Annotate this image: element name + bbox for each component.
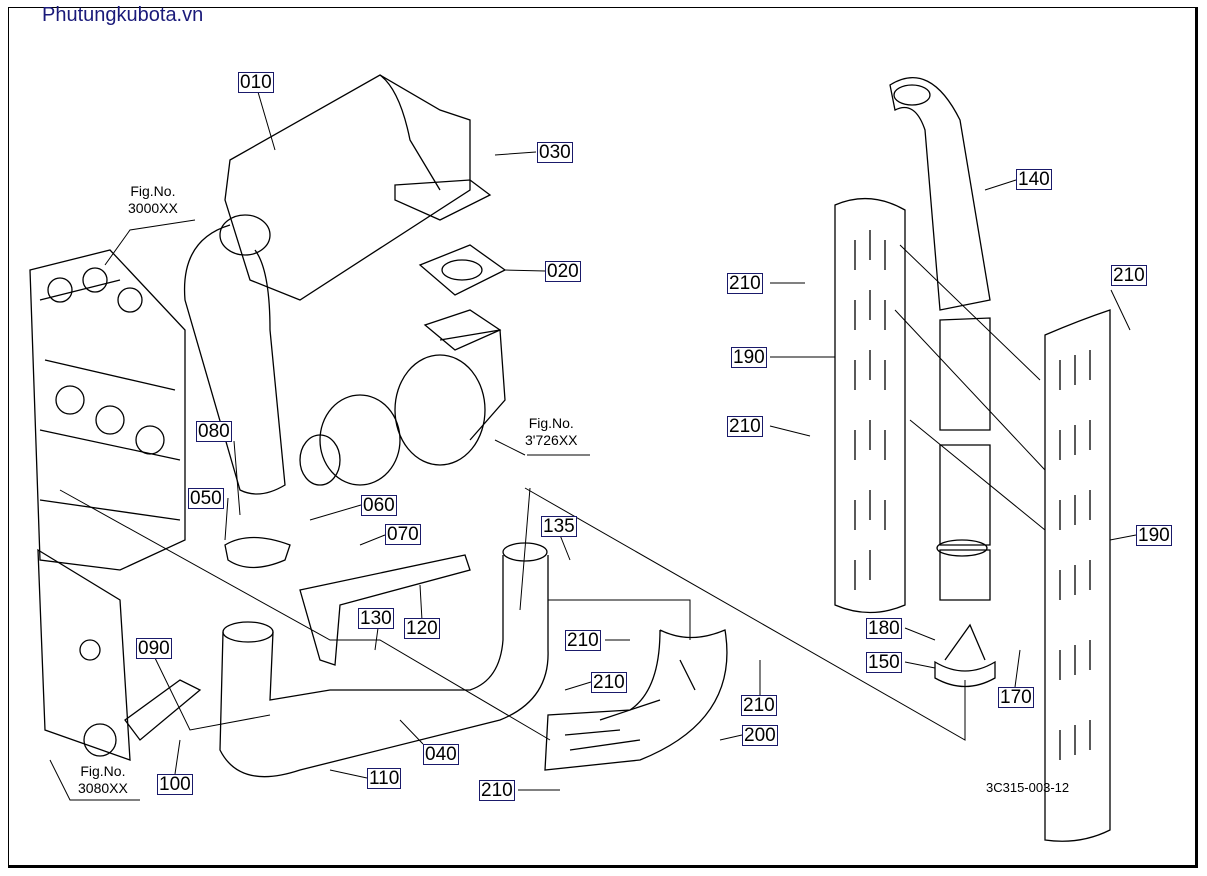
part-label-100[interactable]: 100 [157, 774, 193, 795]
part-label-050[interactable]: 050 [188, 488, 224, 509]
part-label-190[interactable]: 190 [731, 347, 767, 368]
part-label-060[interactable]: 060 [361, 495, 397, 516]
part-label-030[interactable]: 030 [537, 142, 573, 163]
part-label-135[interactable]: 135 [541, 516, 577, 537]
fig-ref-3726xx[interactable]: Fig.No.3'726XX [525, 415, 578, 449]
part-label-210[interactable]: 210 [479, 780, 515, 801]
fig-ref-label: Fig.No. [130, 183, 176, 199]
fig-ref-number: 3000XX [128, 200, 178, 216]
fig-ref-3000xx[interactable]: Fig.No.3000XX [128, 183, 178, 217]
diagram-code: 3C315-003-12 [986, 780, 1070, 795]
heat-shield-190-left [834, 197, 906, 614]
fig-ref-number: 3080XX [78, 780, 128, 796]
diagram-frame [8, 7, 1198, 868]
watermark: Phutungkubota.vn [42, 4, 204, 26]
part-label-090[interactable]: 090 [136, 638, 172, 659]
part-label-210[interactable]: 210 [591, 672, 627, 693]
part-label-200[interactable]: 200 [742, 725, 778, 746]
part-label-040[interactable]: 040 [423, 744, 459, 765]
part-label-020[interactable]: 020 [545, 261, 581, 282]
tailpipe-140 [889, 77, 991, 601]
part-label-010[interactable]: 010 [238, 72, 274, 93]
gasket-020 [418, 244, 507, 296]
part-label-150[interactable]: 150 [866, 652, 902, 673]
heat-shield-200 [544, 629, 728, 771]
part-label-210[interactable]: 210 [1111, 265, 1147, 286]
exhaust-pipe-040 [219, 542, 549, 778]
part-label-170[interactable]: 170 [998, 687, 1034, 708]
heat-shield-190-right [1044, 309, 1111, 842]
part-label-190[interactable]: 190 [1136, 525, 1172, 546]
part-label-120[interactable]: 120 [404, 618, 440, 639]
fig-ref-label: Fig.No. [528, 415, 574, 431]
part-label-080[interactable]: 080 [196, 421, 232, 442]
part-label-130[interactable]: 130 [358, 608, 394, 629]
part-label-110[interactable]: 110 [367, 768, 402, 789]
fig-ref-number: 3'726XX [525, 432, 578, 448]
part-label-140[interactable]: 140 [1016, 169, 1052, 190]
fig-ref-label: Fig.No. [80, 763, 126, 779]
bracket-090 [124, 679, 202, 741]
part-label-070[interactable]: 070 [385, 524, 421, 545]
bracket-120 [299, 554, 471, 666]
part-label-180[interactable]: 180 [866, 618, 902, 639]
part-label-210[interactable]: 210 [565, 630, 601, 651]
clamp-050 [224, 536, 291, 569]
leader-lines [49, 91, 1137, 801]
part-label-210[interactable]: 210 [727, 273, 763, 294]
part-label-210[interactable]: 210 [741, 695, 777, 716]
turbocharger [299, 329, 506, 486]
part-label-210[interactable]: 210 [727, 416, 763, 437]
fig-ref-3080xx[interactable]: Fig.No.3080XX [78, 763, 128, 797]
engine-block [29, 249, 186, 761]
muffler-010 [183, 74, 492, 495]
